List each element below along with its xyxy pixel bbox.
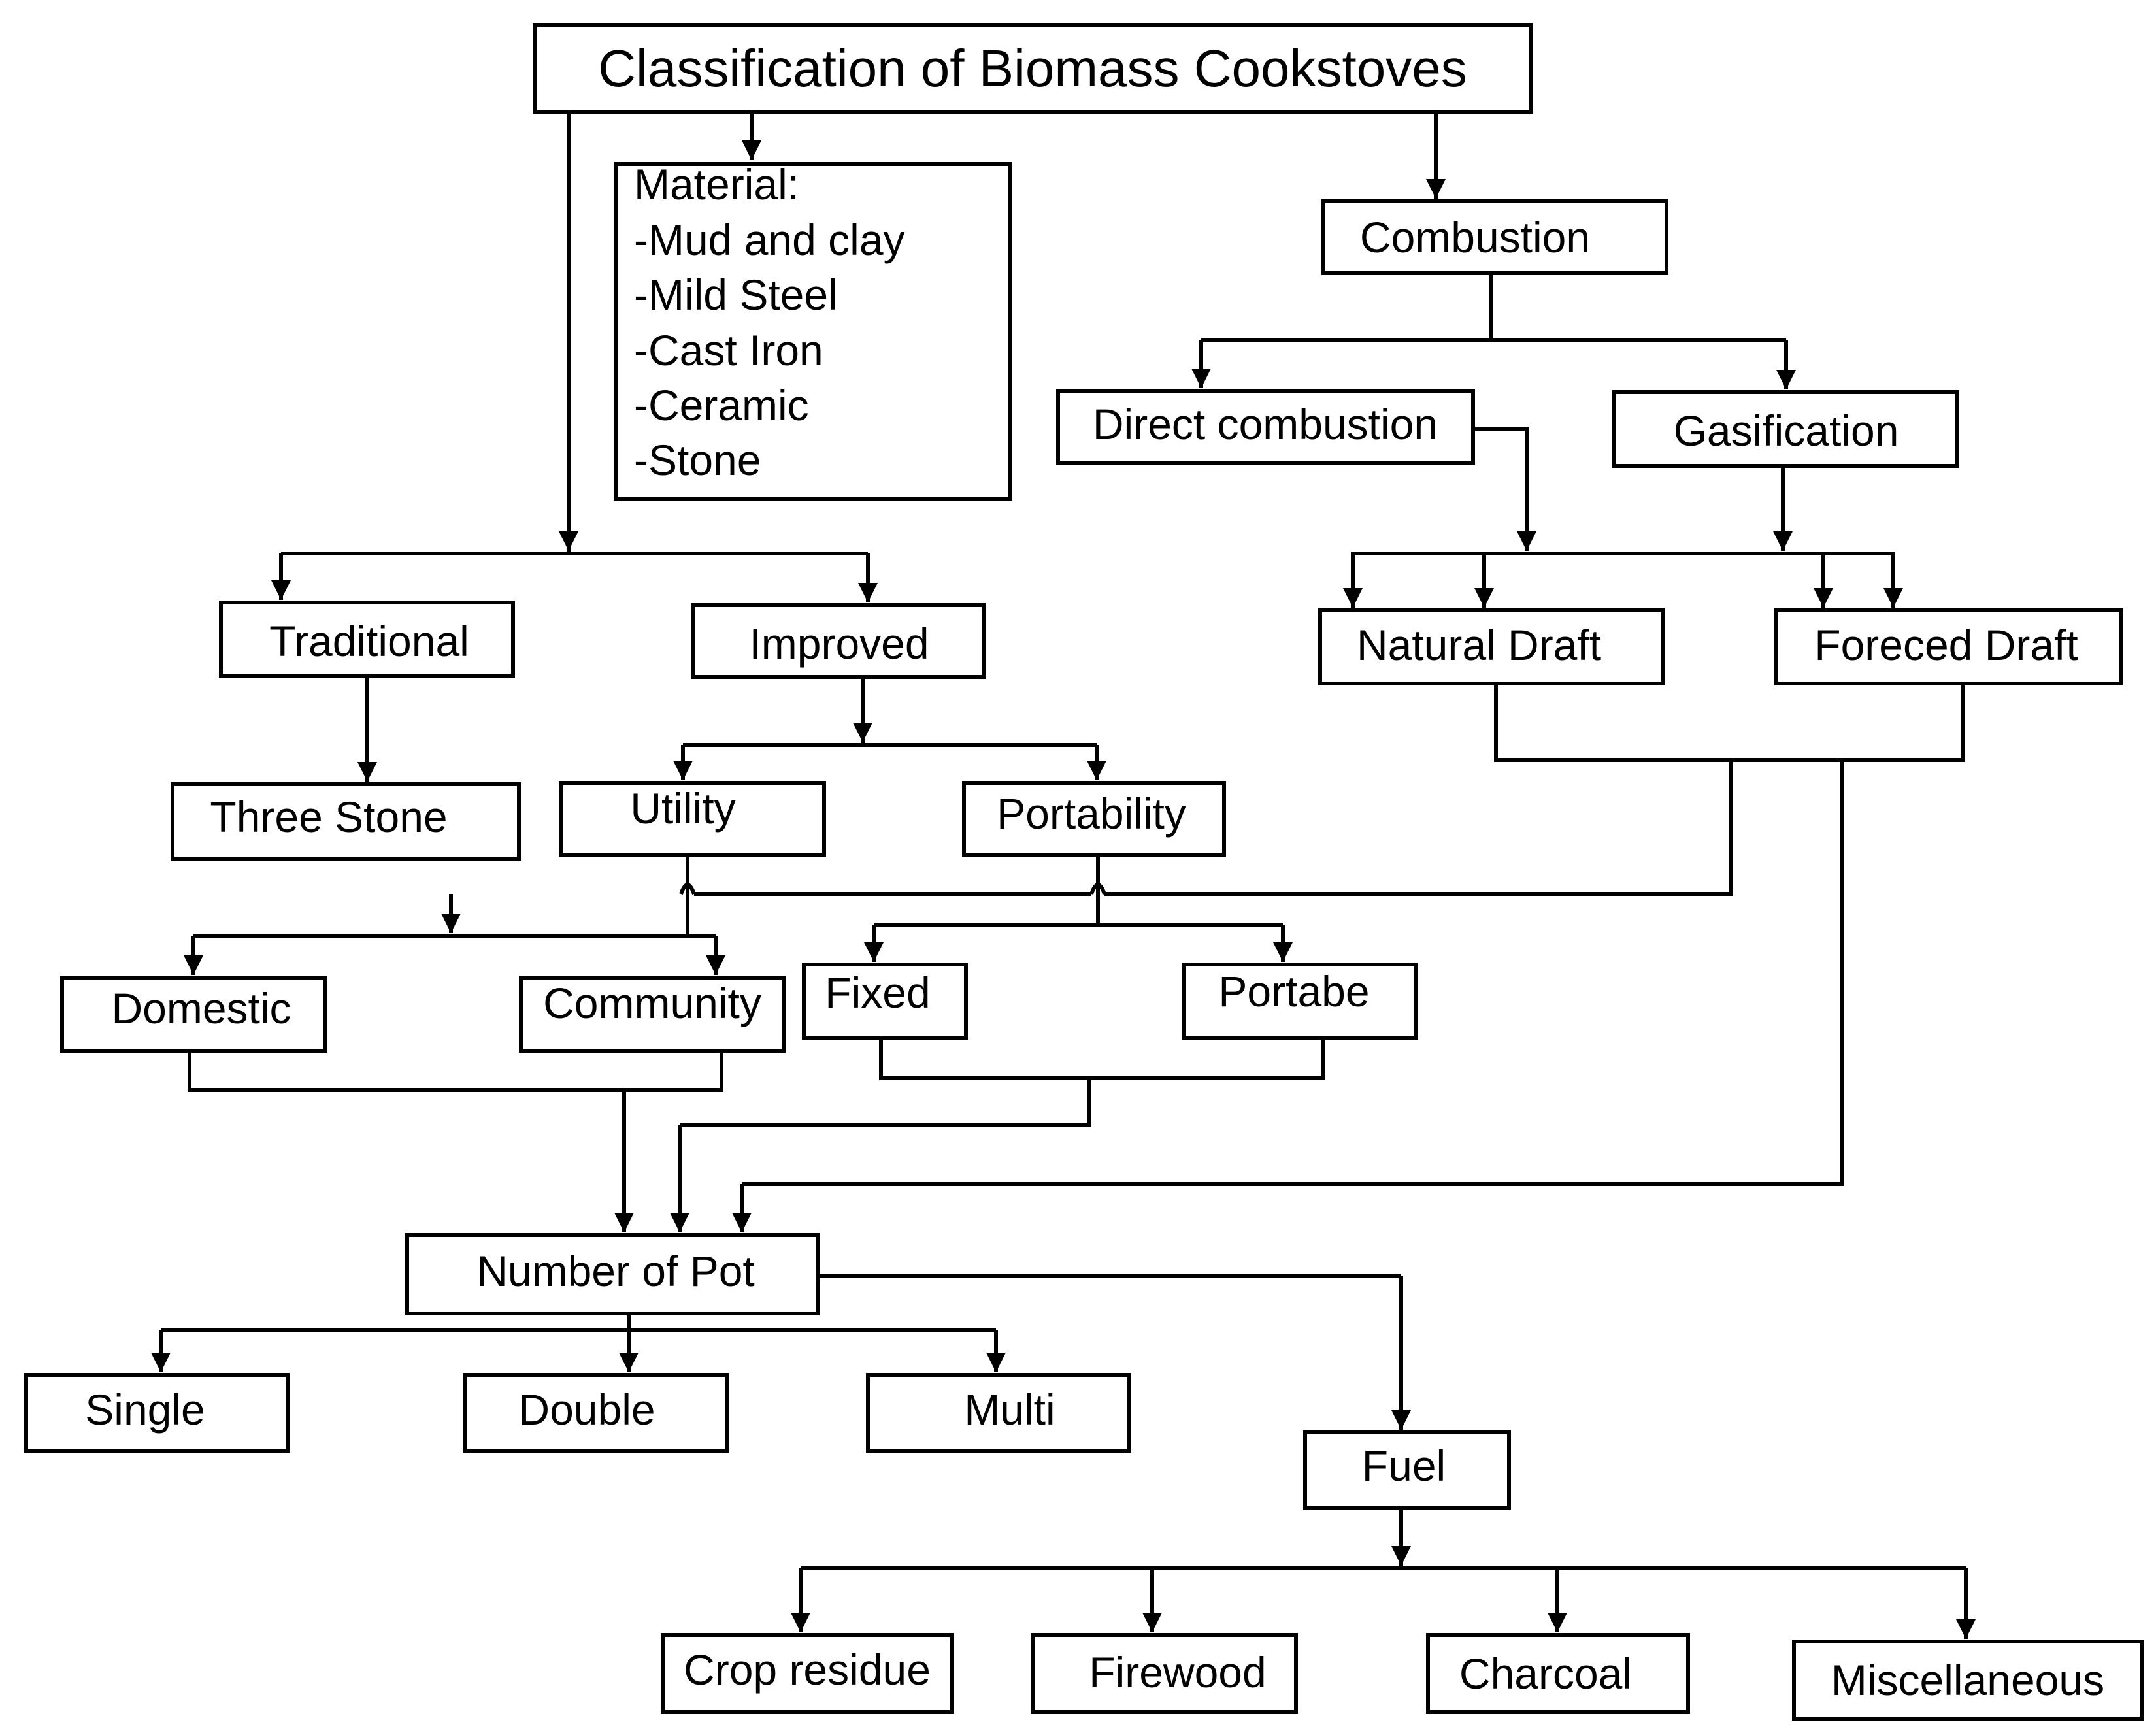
firewood-label: Firewood — [1089, 1648, 1266, 1696]
connector-mobility-bracket — [879, 1038, 1325, 1080]
connector-fuel-split — [801, 1508, 1966, 1570]
connector-draft-bracket — [1494, 685, 1965, 762]
connector-draft-to-utility-bus — [1104, 760, 1733, 896]
double-label: Double — [518, 1385, 655, 1434]
community-node: Community — [519, 976, 786, 1053]
double-node: Double — [463, 1373, 729, 1453]
combustion-label: Combustion — [1360, 213, 1590, 261]
forced-draft-label: Foreced Draft — [1814, 621, 2078, 669]
connector-draft-to-pot — [742, 760, 1844, 1186]
forced-draft-node: Foreced Draft — [1774, 608, 2123, 685]
three-stone-node: Three Stone — [171, 782, 521, 861]
improved-node: Improved — [691, 603, 986, 679]
gasification-node: Gasification — [1612, 390, 1959, 468]
firewood-node: Firewood — [1031, 1633, 1298, 1714]
number-of-pot-node: Number of Pot — [405, 1233, 820, 1315]
multi-node: Multi — [866, 1373, 1131, 1453]
portable-node: Portabe — [1182, 963, 1418, 1040]
portability-node: Portability — [962, 781, 1226, 857]
natural-draft-label: Natural Draft — [1357, 621, 1601, 669]
connector-direct-to-draft — [1473, 427, 1529, 523]
charcoal-node: Charcoal — [1426, 1633, 1690, 1714]
combustion-node: Combustion — [1321, 199, 1668, 275]
material-node: Material: -Mud and clay -Mild Steel -Cas… — [614, 160, 1012, 501]
connector-draft-bus — [1351, 552, 1895, 595]
fuel-label: Fuel — [1362, 1442, 1446, 1490]
improved-label: Improved — [749, 619, 929, 668]
natural-draft-node: Natural Draft — [1318, 608, 1665, 685]
connector-portability-split — [874, 855, 1283, 927]
material-heading: Material: — [634, 160, 799, 208]
crop-residue-label: Crop residue — [684, 1645, 931, 1694]
direct-combustion-label: Direct combustion — [1093, 400, 1438, 448]
charcoal-label: Charcoal — [1459, 1649, 1632, 1698]
domestic-label: Domestic — [111, 984, 291, 1032]
connector-use-bracket — [188, 1051, 723, 1092]
crop-residue-node: Crop residue — [661, 1633, 954, 1714]
fixed-node: Fixed — [802, 963, 968, 1040]
direct-combustion-node: Direct combustion — [1056, 389, 1475, 465]
portable-label: Portabe — [1218, 967, 1369, 1015]
title-label: Classification of Biomass Cookstoves — [598, 39, 1467, 97]
connector-utility-split — [193, 855, 716, 938]
three-stone-label: Three Stone — [210, 793, 447, 841]
multi-label: Multi — [964, 1385, 1055, 1434]
utility-node: Utility — [559, 781, 826, 857]
title-node: Classification of Biomass Cookstoves — [533, 23, 1533, 114]
material-item: -Mild Steel — [634, 271, 838, 319]
utility-label: Utility — [630, 784, 735, 833]
material-item: -Mud and clay — [634, 216, 905, 264]
single-node: Single — [24, 1373, 290, 1453]
miscellaneous-node: Miscellaneous — [1792, 1640, 2144, 1721]
number-of-pot-label: Number of Pot — [476, 1247, 755, 1295]
single-label: Single — [85, 1385, 205, 1434]
arrows — [151, 112, 1976, 1639]
community-label: Community — [543, 979, 761, 1027]
gasification-label: Gasification — [1674, 406, 1899, 455]
fixed-label: Fixed — [825, 968, 930, 1017]
miscellaneous-label: Miscellaneous — [1831, 1656, 2104, 1704]
domestic-node: Domestic — [60, 976, 327, 1053]
traditional-label: Traditional — [269, 617, 469, 665]
connector-mobility-to-pot — [680, 1078, 1091, 1127]
fuel-node: Fuel — [1303, 1430, 1511, 1510]
connector-improved-split — [683, 676, 1097, 747]
material-item: -Stone — [634, 436, 761, 484]
traditional-node: Traditional — [219, 601, 515, 678]
material-item: -Ceramic — [634, 381, 809, 429]
connector-pot-split — [161, 1313, 996, 1332]
portability-label: Portability — [997, 789, 1186, 838]
material-item: -Cast Iron — [634, 326, 823, 374]
connector-combustion-split — [1201, 269, 1786, 342]
